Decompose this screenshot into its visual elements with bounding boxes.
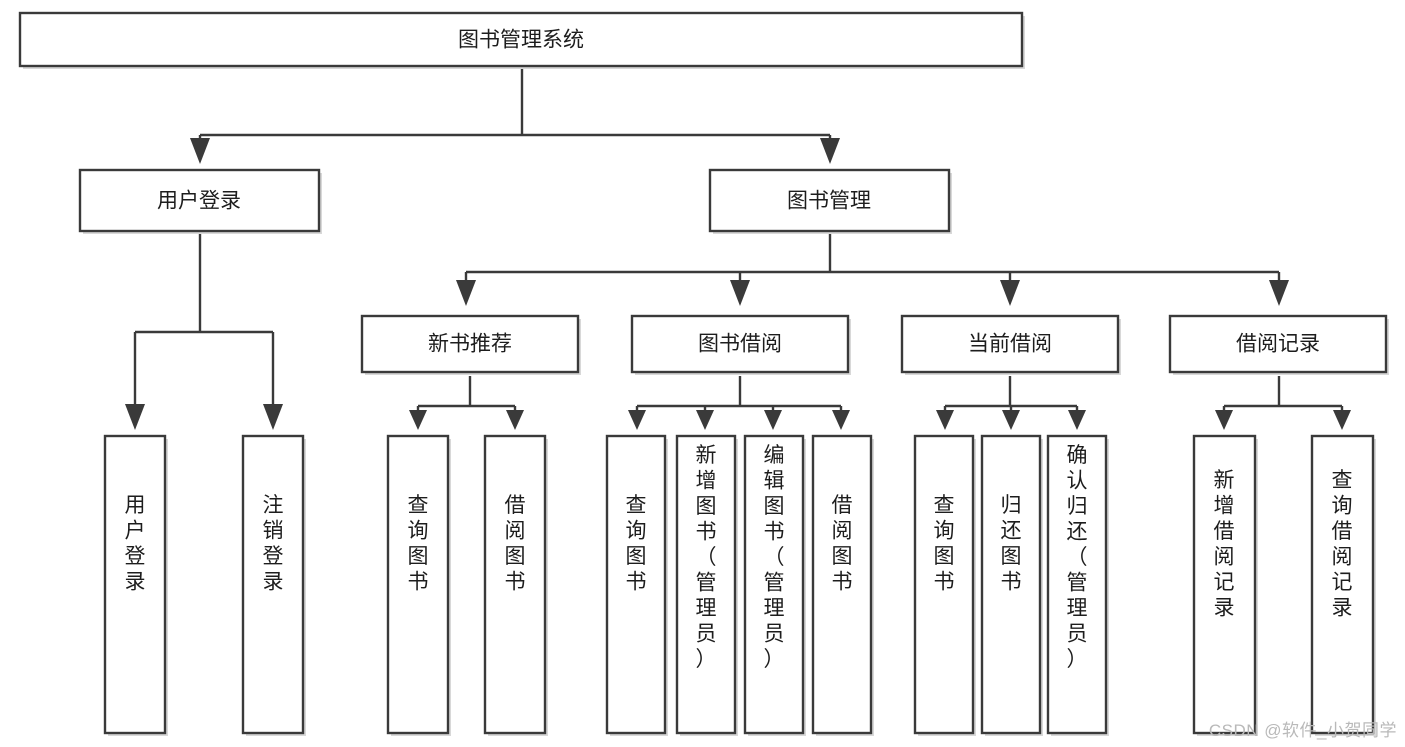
node-label: 确认归还（管理员） [1067, 444, 1088, 671]
node-label: 图书管理系统 [458, 29, 584, 52]
connector-book-borrow-trunk [635, 376, 843, 425]
arrowhead-icon [506, 410, 524, 430]
node-label: 新书推荐 [428, 333, 512, 356]
node-box [811, 434, 873, 735]
node-leaf-borrow-book-1[interactable]: 借阅图书 [483, 434, 548, 736]
node-label: 查询图书 [408, 494, 429, 594]
arrowhead-icon [263, 404, 283, 430]
node-book-manage[interactable]: 图书管理 [708, 168, 952, 234]
arrowhead-icon [1000, 280, 1020, 306]
node-label: 借阅图书 [505, 494, 526, 594]
arrowhead-icon [125, 404, 145, 430]
node-leaf-add-record[interactable]: 新增借阅记录 [1192, 434, 1258, 736]
node-box [386, 434, 450, 735]
node-leaf-query-book-1[interactable]: 查询图书 [386, 434, 451, 736]
node-leaf-return-book[interactable]: 归还图书 [980, 434, 1043, 736]
node-leaf-confirm-return[interactable]: 确认归还（管理员） [1046, 434, 1109, 736]
node-box [900, 314, 1120, 374]
arrowhead-icon [832, 410, 850, 430]
arrowhead-icon [764, 410, 782, 430]
node-box [913, 434, 975, 735]
arrowhead-icon [628, 410, 646, 430]
node-box [241, 434, 305, 735]
node-box [1192, 434, 1257, 735]
node-leaf-borrow-book-2[interactable]: 借阅图书 [811, 434, 874, 736]
arrowhead-icon [1333, 410, 1351, 430]
arrowhead-icon [1068, 410, 1086, 430]
node-leaf-query-record[interactable]: 查询借阅记录 [1310, 434, 1376, 736]
connector-user-login-trunk [133, 234, 275, 425]
node-label: 用户登录 [125, 494, 146, 594]
arrowhead-icon [456, 280, 476, 306]
arrowhead-icon [730, 280, 750, 306]
node-box [743, 434, 805, 735]
node-box [1046, 434, 1108, 735]
node-box [1310, 434, 1375, 735]
node-label: 借阅图书 [832, 494, 853, 594]
node-label: 图书管理 [787, 190, 871, 213]
node-leaf-edit-book[interactable]: 编辑图书（管理员） [743, 434, 806, 736]
node-label: 新增借阅记录 [1214, 469, 1235, 620]
node-current-borrow[interactable]: 当前借阅 [900, 314, 1121, 375]
node-box [18, 11, 1024, 68]
node-box [78, 168, 321, 233]
node-label: 归还图书 [1001, 494, 1022, 594]
connector-layer [125, 69, 1351, 430]
node-label: 注销登录 [263, 494, 284, 594]
connector-book-manage-trunk [464, 234, 1281, 302]
node-label: 用户登录 [157, 190, 241, 213]
node-box [1168, 314, 1388, 374]
node-label: 新增图书（管理员） [696, 444, 717, 671]
node-label: 编辑图书（管理员） [764, 444, 785, 671]
arrowhead-icon [1269, 280, 1289, 306]
node-box [483, 434, 547, 735]
node-box [675, 434, 737, 735]
node-user-login[interactable]: 用户登录 [78, 168, 322, 234]
arrowhead-icon [1002, 410, 1020, 430]
node-box [980, 434, 1042, 735]
node-label: 查询图书 [934, 494, 955, 594]
node-borrow-record[interactable]: 借阅记录 [1168, 314, 1389, 375]
node-box [103, 434, 167, 735]
node-box [360, 314, 580, 374]
node-leaf-query-book-2[interactable]: 查询图书 [605, 434, 668, 736]
arrowhead-icon [190, 138, 210, 164]
node-leaf-query-book-3[interactable]: 查询图书 [913, 434, 976, 736]
arrowhead-icon [936, 410, 954, 430]
arrowhead-icon [409, 410, 427, 430]
node-box [630, 314, 850, 374]
connector-new-book-rec-trunk [416, 376, 517, 425]
arrowhead-icon [696, 410, 714, 430]
node-root[interactable]: 图书管理系统 [18, 11, 1025, 69]
arrowhead-icon [1215, 410, 1233, 430]
node-label: 借阅记录 [1236, 333, 1320, 356]
node-label: 查询图书 [626, 494, 647, 594]
connector-borrow-record-trunk [1222, 376, 1344, 425]
node-box [605, 434, 667, 735]
node-label: 图书借阅 [698, 333, 782, 356]
arrowhead-icon [820, 138, 840, 164]
node-label: 查询借阅记录 [1332, 469, 1353, 620]
connector-root-trunk [198, 69, 832, 160]
node-label: 当前借阅 [968, 333, 1052, 356]
node-book-borrow[interactable]: 图书借阅 [630, 314, 851, 375]
node-new-book-rec[interactable]: 新书推荐 [360, 314, 581, 375]
node-leaf-add-book[interactable]: 新增图书（管理员） [675, 434, 738, 736]
node-leaf-user-logout[interactable]: 注销登录 [241, 434, 306, 736]
node-leaf-user-login[interactable]: 用户登录 [103, 434, 168, 736]
node-box [708, 168, 951, 233]
